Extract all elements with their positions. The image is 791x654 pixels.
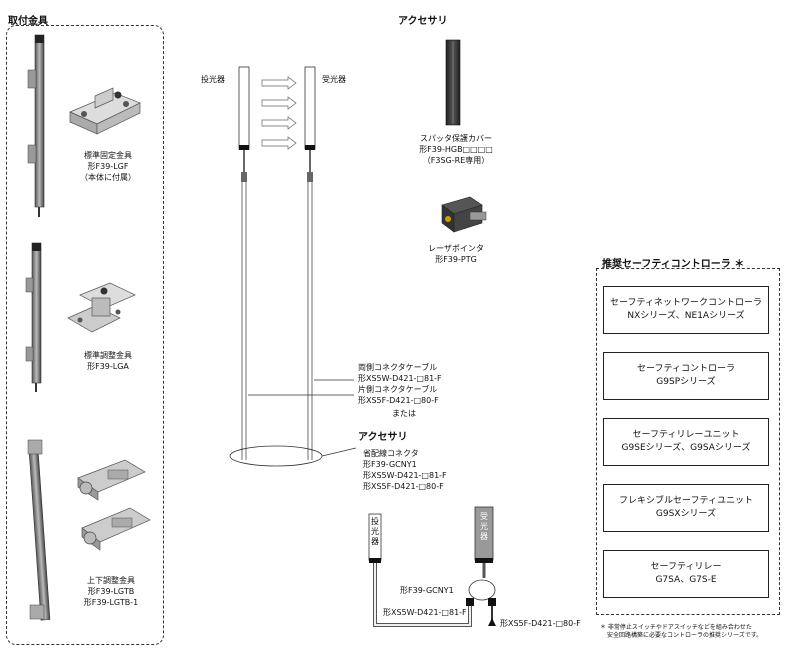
bracket-lgtb-caption: 上下調整金具 形F39-LGTB 形F39-LGTB-1 (83, 576, 139, 607)
controllers-title: 推奨セーフティコントローラ ＊ (602, 259, 745, 270)
spatter-cover-caption: スパッタ保護カバー 形F39-HGB□□□□ （F3SG-RE専用） (419, 134, 493, 165)
emitter-label: 投光器 (201, 75, 225, 84)
controller-box-g9sx: フレキシブルセーフティユニット G9SXシリーズ (603, 484, 769, 532)
emitter-image (238, 66, 250, 460)
connector-label-group: 省配線コネクタ 形F39-GCNY1 形XS5W-D421-□81-F 形XS5… (363, 449, 447, 491)
receiver-label: 受光器 (322, 75, 346, 84)
xs5f-label: 形XS5F-D421-□80-F (500, 619, 581, 628)
laser-pointer-caption: レーザポインタ 形F39-PTG (428, 244, 484, 264)
brackets-panel (6, 25, 164, 645)
bracket-lgf-image (69, 87, 141, 135)
controller-box-nx: セーフティネットワークコントローラ NXシリーズ、NE1Aシリーズ (603, 286, 769, 334)
sensor-unit-1 (27, 34, 45, 217)
or-text: または (392, 409, 416, 418)
bottom-accessory-title: アクセサリ (358, 432, 408, 443)
sensor-unit-2 (25, 242, 42, 392)
gcny-label: 形F39-GCNY1 (400, 586, 454, 595)
gcny-wiring-diagram (368, 506, 496, 627)
light-beam-arrows (261, 76, 297, 150)
controller-box-g7sa: セーフティリレー G7SA、G7S-E (603, 550, 769, 598)
sensor-unit-3 (27, 439, 51, 621)
bottom-receiver-label: 受光器 (480, 512, 488, 541)
controller-box-g9se: セーフティリレーユニット G9SEシリーズ、G9SAシリーズ (603, 418, 769, 466)
bracket-lgtb-image (77, 459, 151, 551)
laser-pointer-image (441, 196, 487, 233)
controller-box-g9sp: セーフティコントローラ G9SPシリーズ (603, 352, 769, 400)
spatter-cover-image (445, 39, 461, 126)
bracket-lgf-caption: 標準固定金具 形F39-LGF （本体に付属） (80, 151, 136, 182)
bracket-lga-caption: 標準調整金具 形F39-LGA (84, 351, 132, 371)
brackets-section-title: 取付金具 (8, 16, 48, 27)
xs5w-label: 形XS5W-D421-□81-F (383, 608, 467, 617)
controllers-panel (596, 268, 780, 615)
top-accessory-title: アクセサリ (398, 16, 448, 27)
receiver-image (304, 66, 316, 460)
controllers-note: ＊ 非常停止スイッチやドアスイッチなどを組み合わせた 安全回路構築に必要なコント… (600, 624, 763, 639)
bottom-emitter-label: 投光器 (371, 517, 379, 546)
bracket-lga-image (67, 282, 136, 333)
cable-label-group: 両側コネクタケーブル 形XS5W-D421-□81-F 片側コネクタケーブル 形… (358, 363, 442, 405)
